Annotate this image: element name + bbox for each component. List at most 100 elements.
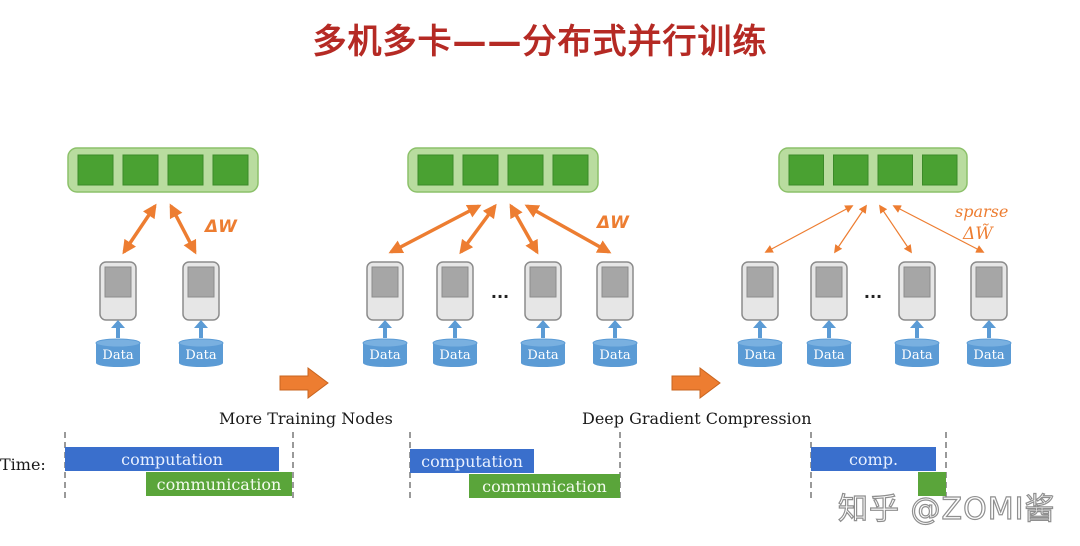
data-cylinder-bottom	[895, 359, 939, 367]
data-cylinder-bottom	[967, 359, 1011, 367]
data-cylinder-bottom	[807, 359, 851, 367]
worker-device	[524, 261, 562, 321]
device-screen	[104, 266, 132, 298]
gradient-exchange-arrow	[459, 203, 497, 255]
sparse-gradient-arrow	[892, 205, 985, 253]
data-feed-arrow-head	[378, 320, 392, 328]
worker-device	[436, 261, 474, 321]
gradient-exchange-arrow	[122, 203, 157, 255]
sparse-gradient-arrow	[834, 204, 867, 254]
gradient-exchange-arrow	[169, 203, 197, 255]
computation-bar-3: comp.	[811, 447, 936, 471]
time-axis-label: Time:	[0, 455, 46, 474]
page-title: 多机多卡——分布式并行训练	[312, 22, 768, 62]
data-cylinder-bottom	[593, 359, 637, 367]
parameter-block	[552, 154, 589, 186]
parameter-block	[833, 154, 869, 186]
computation-bar-1: computation	[65, 447, 279, 471]
parameter-server-bar	[67, 147, 259, 193]
worker-device	[898, 261, 936, 321]
data-cylinder-bottom	[96, 359, 140, 367]
parameter-server-bar	[778, 147, 968, 193]
data-label: Data	[813, 348, 844, 363]
transition-arrow-1	[279, 367, 329, 399]
data-cylinder-top	[178, 338, 224, 348]
data-cylinder: Data	[894, 338, 940, 367]
data-cylinder-top	[894, 338, 940, 348]
data-label: Data	[439, 348, 470, 363]
data-cylinder-body	[363, 343, 407, 363]
data-cylinder: Data	[432, 338, 478, 367]
device-screen	[975, 266, 1003, 298]
data-feed-arrow-head	[111, 320, 125, 328]
data-cylinder-top	[520, 338, 566, 348]
data-cylinder-top	[966, 338, 1012, 348]
caption-more-training-nodes: More Training Nodes	[219, 409, 393, 428]
data-cylinder: Data	[737, 338, 783, 367]
sparse-label: sparse	[955, 202, 1008, 221]
data-cylinder-body	[521, 343, 565, 363]
data-cylinder-body	[433, 343, 477, 363]
worker-device	[182, 261, 220, 321]
data-cylinder: Data	[806, 338, 852, 367]
data-cylinder: Data	[178, 338, 224, 367]
worker-device	[810, 261, 848, 321]
data-feed-arrow-head	[822, 320, 836, 328]
data-cylinder: Data	[592, 338, 638, 367]
data-feed-arrow-head	[536, 320, 550, 328]
device-screen	[371, 266, 399, 298]
transition-arrow-2	[671, 367, 721, 399]
worker-device	[366, 261, 404, 321]
ellipsis: ...	[491, 283, 509, 302]
data-feed-arrow-head	[608, 320, 622, 328]
data-feed-arrow-head	[448, 320, 462, 328]
data-cylinder-bottom	[433, 359, 477, 367]
data-label: Data	[185, 348, 216, 363]
gradient-exchange-arrow	[509, 203, 539, 255]
parameter-block	[167, 154, 204, 186]
data-feed-arrow-head	[910, 320, 924, 328]
parameter-server-bar	[407, 147, 599, 193]
data-label: Data	[744, 348, 775, 363]
computation-bar-2: computation	[410, 449, 534, 473]
sparse-gradient-label: ΔW̃	[962, 224, 994, 244]
data-cylinder-body	[967, 343, 1011, 363]
data-label: Data	[973, 348, 1004, 363]
data-label: Data	[369, 348, 400, 363]
parameter-block	[462, 154, 499, 186]
timeline-end-marker-3	[945, 432, 947, 498]
device-screen	[187, 266, 215, 298]
data-cylinder-top	[592, 338, 638, 348]
communication-bar-3	[918, 472, 946, 496]
data-cylinder-body	[895, 343, 939, 363]
data-cylinder: Data	[520, 338, 566, 367]
data-cylinder-body	[738, 343, 782, 363]
parameter-block	[122, 154, 159, 186]
data-cylinder-body	[593, 343, 637, 363]
worker-device	[970, 261, 1008, 321]
parameter-block	[507, 154, 544, 186]
data-cylinder-top	[806, 338, 852, 348]
timeline-end-marker-2	[619, 432, 621, 498]
gradient-label: ΔW	[203, 217, 238, 237]
data-cylinder-bottom	[738, 359, 782, 367]
gradient-label: ΔW	[595, 213, 630, 233]
parameter-block	[212, 154, 249, 186]
device-screen	[746, 266, 774, 298]
timeline-end-marker-1	[292, 432, 294, 498]
worker-device	[99, 261, 137, 321]
data-label: Data	[102, 348, 133, 363]
data-cylinder-bottom	[179, 359, 223, 367]
device-screen	[441, 266, 469, 298]
data-feed-arrow-head	[194, 320, 208, 328]
device-screen	[529, 266, 557, 298]
parameter-block	[77, 154, 114, 186]
device-screen	[903, 266, 931, 298]
data-cylinder-bottom	[521, 359, 565, 367]
parameter-block	[877, 154, 913, 186]
data-cylinder: Data	[362, 338, 408, 367]
data-cylinder-bottom	[363, 359, 407, 367]
panel-more-nodes: Data Data Data Data... ΔW	[362, 147, 638, 367]
